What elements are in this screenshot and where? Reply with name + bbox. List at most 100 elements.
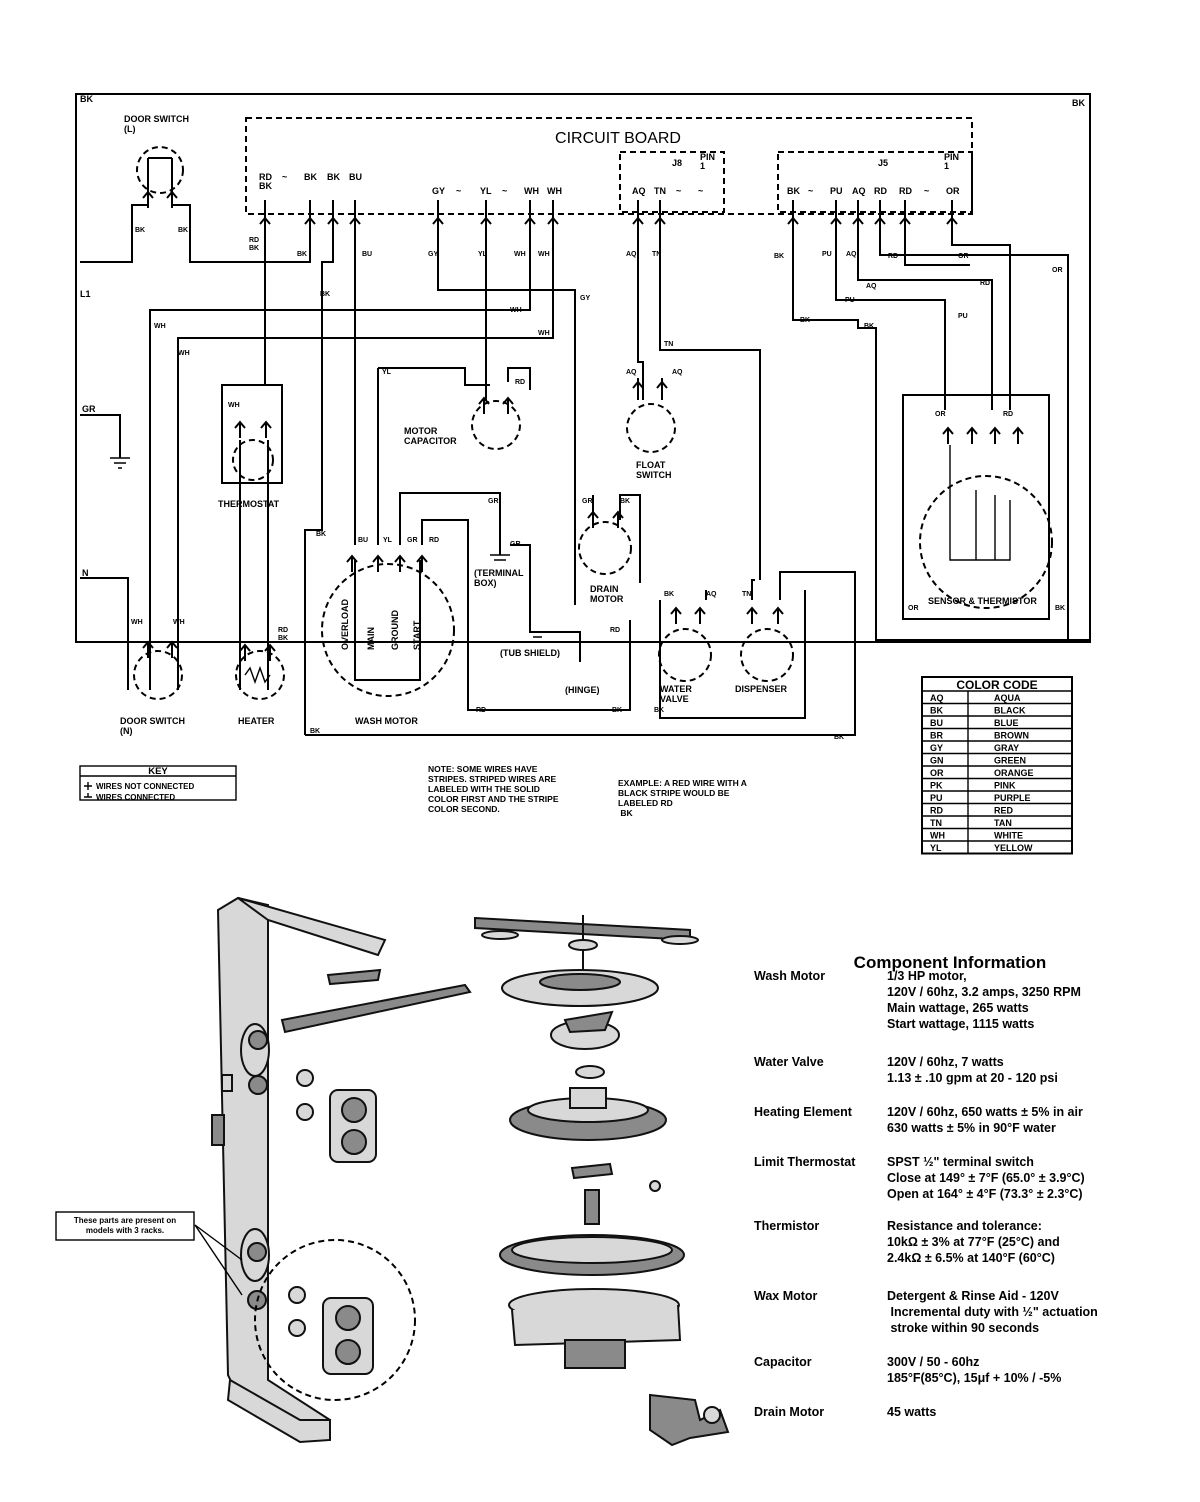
wire-color-tag: AQ xyxy=(846,251,857,258)
overload-winding-label: OVERLOAD xyxy=(340,598,350,650)
outer-wire-tag: BK xyxy=(80,94,93,104)
color-code-name: PURPLE xyxy=(994,793,1031,803)
component-name: Wash Motor xyxy=(754,969,825,983)
board-pin-label: ~ xyxy=(676,186,681,196)
component-terminal xyxy=(416,554,428,572)
wire-color-tag: BK xyxy=(310,728,320,735)
n-label: N xyxy=(82,568,89,578)
wire-color-tag: BK xyxy=(620,498,630,505)
color-code-name: BROWN xyxy=(994,731,1029,741)
component-terminal xyxy=(142,640,154,658)
component-name: Drain Motor xyxy=(754,1405,824,1419)
wire-color-tag: BK xyxy=(612,707,622,714)
wire-color-tag: WH xyxy=(178,350,190,357)
wire-color-tag: BK xyxy=(316,531,326,538)
board-pin-label: AQ xyxy=(852,186,866,196)
pump-assembly xyxy=(474,915,730,1447)
thermostat-label: THERMOSTAT xyxy=(218,499,280,509)
l1-label: L1 xyxy=(80,289,91,299)
wire-color-tag: BU xyxy=(358,537,368,544)
dispenser-label: DISPENSER xyxy=(735,684,788,694)
component-terminal xyxy=(656,380,668,398)
door-switch-n-label: DOOR SWITCH(N) xyxy=(120,716,185,736)
color-code-abbrev: RD xyxy=(930,806,943,816)
wire-color-tag: PU xyxy=(845,297,855,304)
wire-color-tag: RD xyxy=(515,379,525,386)
board-pin-label: BK xyxy=(304,172,317,182)
sensor-thermistor xyxy=(919,475,1053,609)
color-code-name: GRAY xyxy=(994,743,1019,753)
color-code-abbrev: GY xyxy=(930,743,943,753)
j8-label: J8 xyxy=(672,158,682,168)
board-pin-label: YL xyxy=(480,186,492,196)
heater-label: HEATER xyxy=(238,716,275,726)
thermostat-housing xyxy=(221,384,283,484)
component-terminal xyxy=(746,606,758,624)
wire-color-tag: TN xyxy=(664,341,673,348)
board-pin-label: TN xyxy=(654,186,666,196)
component-name: Thermistor xyxy=(754,1219,819,1233)
color-code-name: YELLOW xyxy=(994,843,1033,853)
color-code-abbrev: OR xyxy=(930,768,944,778)
wire-color-tag: PU xyxy=(958,313,968,320)
wash-motor xyxy=(321,563,455,697)
component-spec: Detergent & Rinse Aid - 120V Incremental… xyxy=(887,1289,1098,1335)
component-terminal xyxy=(1012,426,1024,444)
wire-color-tag: BK xyxy=(654,707,664,714)
color-code-abbrev: WH xyxy=(930,831,945,841)
component-terminal xyxy=(239,643,251,661)
component-spec: 1/3 HP motor,120V / 60hz, 3.2 amps, 3250… xyxy=(887,969,1081,1031)
wire-color-tag: RD xyxy=(1003,411,1013,418)
outer-wire-tag: BK xyxy=(1072,98,1085,108)
component-terminal xyxy=(346,554,358,572)
board-pin-label: RD xyxy=(899,186,912,196)
wire-color-tag: BK xyxy=(1055,605,1065,612)
wire-color-tag: BK xyxy=(800,317,810,324)
board-pin-label: ~ xyxy=(502,186,507,196)
component-spec: 45 watts xyxy=(887,1405,936,1419)
color-code-abbrev: BU xyxy=(930,718,943,728)
wire-color-tag: GR xyxy=(488,498,499,505)
board-pin-label: AQ xyxy=(632,186,646,196)
circuit-board-title: CIRCUIT BOARD xyxy=(555,130,681,147)
component-terminal xyxy=(670,606,682,624)
key-not-connected: WIRES NOT CONNECTED xyxy=(96,782,194,791)
color-code-name: GREEN xyxy=(994,756,1026,766)
ground-winding-label: GROUND xyxy=(390,610,400,650)
door-switch-n xyxy=(133,650,183,700)
wire-color-tag: WH xyxy=(154,323,166,330)
wire-color-tag: BK xyxy=(135,227,145,234)
outer-bk-loop xyxy=(75,93,1091,643)
color-code-abbrev: GN xyxy=(930,756,944,766)
component-terminal xyxy=(587,510,599,528)
color-code-title: COLOR CODE xyxy=(956,678,1037,692)
three-rack-parts-outline xyxy=(254,1239,416,1401)
wire-color-tag: RD xyxy=(476,707,486,714)
board-pin-label: GY xyxy=(432,186,445,196)
color-code-name: WHITE xyxy=(994,831,1023,841)
component-name: Water Valve xyxy=(754,1055,824,1069)
wire-color-tag: BK xyxy=(774,253,784,260)
wire-color-tag: OR xyxy=(1052,267,1063,274)
color-code-name: BLUE xyxy=(994,718,1019,728)
connector-j5 xyxy=(777,151,973,213)
component-spec: Resistance and tolerance:10kΩ ± 3% at 77… xyxy=(887,1219,1060,1265)
circuit-board xyxy=(245,117,973,215)
color-code-abbrev: AQ xyxy=(930,693,944,703)
drain-motor xyxy=(578,521,632,575)
door-switch-l xyxy=(136,146,184,194)
wire-color-tag: AQ xyxy=(626,369,637,376)
component-terminal xyxy=(772,606,784,624)
wire-color-tag: AQ xyxy=(706,591,717,598)
dispenser xyxy=(740,628,794,682)
board-pin-label: ~ xyxy=(924,186,929,196)
wire-color-tag: AQ xyxy=(866,283,877,290)
callout-box xyxy=(55,1211,195,1241)
